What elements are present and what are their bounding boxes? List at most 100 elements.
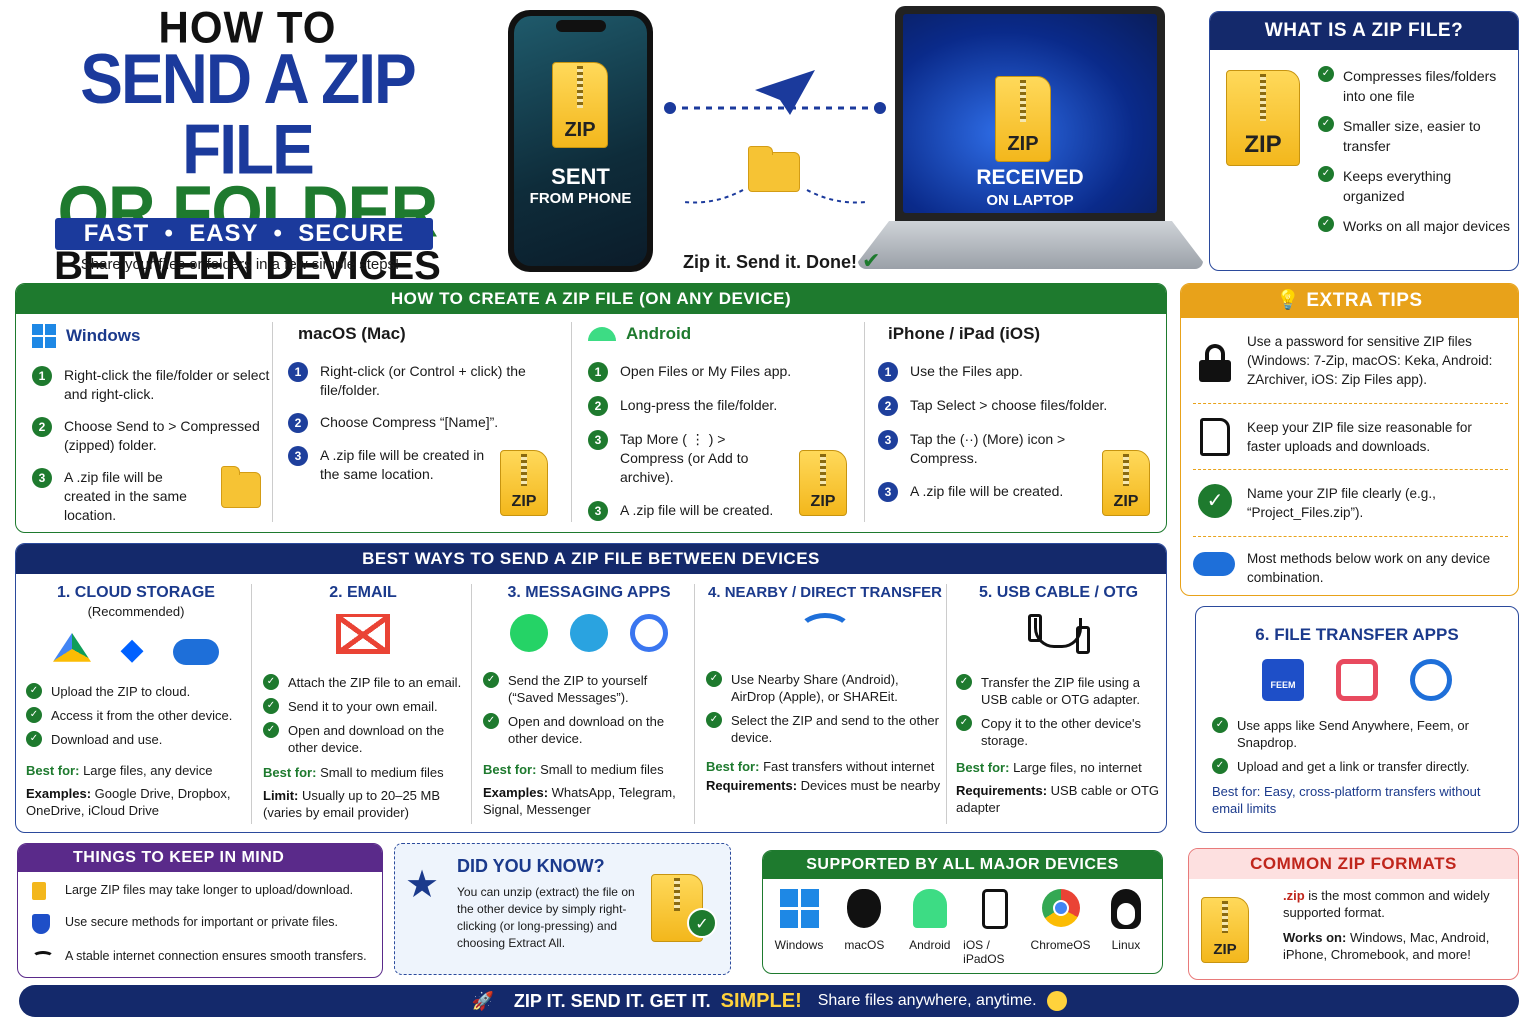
snapdrop-icon [1410,659,1452,701]
way-email: 2. EMAIL ✓Attach the ZIP file to an emai… [263,584,463,820]
zip-small-icon [32,882,46,900]
fta-title: 6. FILE TRANSFER APPS [1255,625,1459,644]
what-zip-icon: ZIP [1226,70,1300,166]
usb-cable-icon [1024,614,1094,654]
tip-item: Keep your ZIP file size reasonable for f… [1247,420,1472,454]
what-item: ✓Keeps everything organized [1318,166,1514,206]
create-title: HOW TO CREATE A ZIP FILE (ON ANY DEVICE) [16,284,1166,314]
formats-panel: COMMON ZIP FORMATS ZIP .zip is the most … [1188,848,1519,980]
device-ios: iOS / iPadOS [963,889,1027,966]
laptop-zip-icon: ZIP [995,76,1051,162]
way-item: ✓Copy it to the other device's storage. [956,715,1161,749]
way-item: ✓Send the ZIP to yourself (“Saved Messag… [483,672,695,706]
zip-icon: ZIP [1102,450,1150,516]
keep-panel: THINGS TO KEEP IN MIND Large ZIP files m… [17,843,383,978]
google-drive-icon [53,633,91,662]
phone-from: FROM PHONE [529,190,632,207]
zip-check-icon [651,874,703,942]
iphone-icon [982,889,1009,929]
dyk-panel: ★ DID YOU KNOW? You can unzip (extract) … [394,843,731,975]
footer-b: SIMPLE! [720,989,802,1012]
lock-icon [1199,344,1231,382]
way-nearby: 4. NEARBY / DIRECT TRANSFER ✓Use Nearby … [706,584,944,794]
keep-item: A stable internet connection ensures smo… [32,948,382,965]
way-usb: 5. USB CABLE / OTG ✓Transfer the ZIP fil… [956,584,1161,815]
ways-panel: BEST WAYS TO SEND A ZIP FILE BETWEEN DEV… [15,543,1167,833]
keep-item: Use secure methods for important or priv… [32,914,382,934]
fta-item: ✓Upload and get a link or transfer direc… [1212,758,1504,775]
laptop-received: RECEIVED [976,166,1084,189]
tip-item: Use a password for sensitive ZIP files (… [1247,334,1493,387]
cloud-icon [1193,552,1235,576]
way-item: ✓Download and use. [26,731,246,748]
dyk-title: DID YOU KNOW? [457,856,605,876]
signal-icon [630,614,668,652]
tips-title: 💡 EXTRA TIPS [1181,284,1518,318]
windows-icon [32,324,56,348]
send-anywhere-icon [1336,659,1378,701]
check-icon: ✔ [862,248,881,273]
star-icon: ★ [405,864,440,906]
onedrive-icon [173,639,219,665]
keep-title: THINGS TO KEEP IN MIND [18,844,382,872]
way-item: ✓Open and download on the other device. [263,722,463,756]
device-macos: macOS [832,889,896,966]
create-panel: HOW TO CREATE A ZIP FILE (ON ANY DEVICE)… [15,283,1167,533]
wifi-icon [798,613,852,649]
way-item: ✓Send it to your own email. [263,698,463,715]
zip-icon: ZIP [799,450,847,516]
phone: ZIP SENT FROM PHONE [508,10,653,272]
way-item: ✓Use Nearby Share (Android), AirDrop (Ap… [706,671,944,705]
way-item: ✓Transfer the ZIP file using a USB cable… [956,674,1161,708]
way-item: ✓Access it from the other device. [26,707,246,724]
apple-icon [847,889,882,928]
android-icon [588,327,616,341]
way-item: ✓Select the ZIP and send to the other de… [706,712,944,746]
supported-title: SUPPORTED BY ALL MAJOR DEVICES [763,851,1162,879]
laptop: ZIP RECEIVED ON LAPTOP [895,6,1165,221]
device-windows: Windows [767,889,831,966]
dropbox-icon: ◆ [120,633,144,666]
way-item: ✓Attach the ZIP file to an email. [263,674,463,691]
zip-icon: ZIP [500,450,548,516]
gmail-icon [336,614,390,654]
wifi-icon [32,951,54,963]
phone-zip-icon: ZIP [552,62,608,148]
tagline-easy: EASY [189,220,259,247]
device-chromeos: ChromeOS [1029,889,1093,966]
supported-panel: SUPPORTED BY ALL MAJOR DEVICES Windows m… [762,850,1163,974]
subtitle: Share your files or folders in a few sim… [80,256,400,273]
fta-panel: 6. FILE TRANSFER APPS FEEM ✓Use apps lik… [1195,606,1519,833]
way-cloud: 1. CLOUD STORAGE (Recommended) ◆ ✓Upload… [26,584,246,819]
formats-text: .zip is the most common and widely suppo… [1283,888,1490,920]
rocket-icon: 🚀 [471,990,494,1011]
way-messaging: 3. MESSAGING APPS ✓Send the ZIP to yours… [483,584,695,818]
bulb-icon: 💡 [1276,290,1301,311]
tagline-fast: FAST [83,220,150,247]
what-item: ✓Smaller size, easier to transfer [1318,116,1514,156]
android-icon [912,889,947,928]
check-circle-icon: ✓ [1198,484,1232,518]
phone-sent: SENT [551,164,610,189]
title-line1: HOW TO [158,2,337,53]
what-item: ✓Works on all major devices [1318,216,1514,236]
check-circle-icon: ✓ [687,908,717,938]
device-android: Android [898,889,962,966]
formats-title: COMMON ZIP FORMATS [1189,849,1518,879]
document-icon [1200,418,1230,456]
